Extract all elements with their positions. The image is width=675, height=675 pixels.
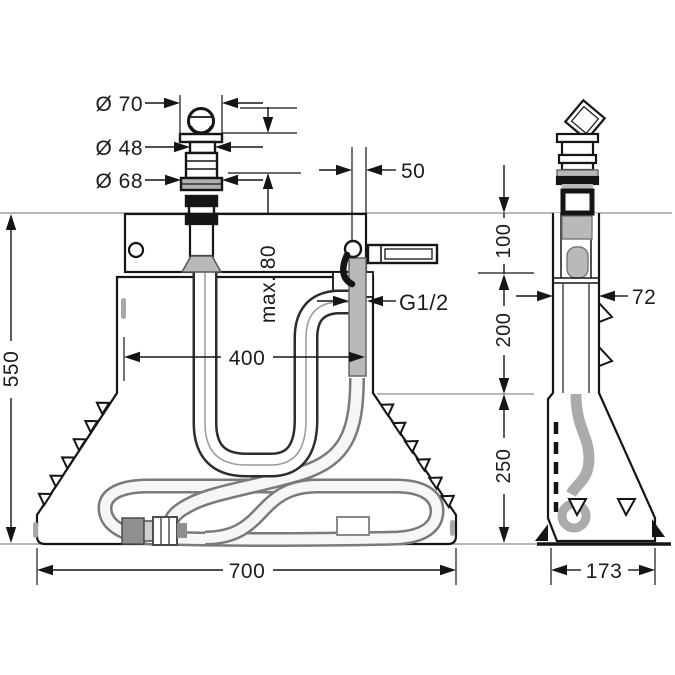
side-clip-wall-2 <box>598 344 614 368</box>
shower-hose <box>163 377 365 525</box>
body-slot-bottom-left <box>33 522 38 538</box>
side-inner-tube <box>566 246 589 279</box>
hose-elbow <box>340 251 356 288</box>
plate-screw-hole <box>127 241 145 259</box>
side-riser-tube <box>560 188 595 216</box>
dim-250-label: 250 <box>493 449 515 484</box>
serration-tooth <box>48 474 65 489</box>
side-view <box>535 98 665 543</box>
g-half-nipple <box>348 257 367 377</box>
serration-tooth <box>439 494 456 510</box>
dim-dia70-label: Ø 70 <box>95 93 143 116</box>
dim-50-label: 50 <box>401 160 425 183</box>
dimension-arrows <box>5 97 655 576</box>
dim-400-label: 400 <box>229 347 266 370</box>
hose-coupling <box>121 516 187 546</box>
side-clip-bottom-2 <box>616 498 637 518</box>
serration-tooth <box>427 476 444 491</box>
side-foot-right <box>652 519 665 537</box>
side-body-outline <box>546 213 657 543</box>
serration-tooth <box>83 419 100 435</box>
mounting-plate <box>123 212 368 274</box>
securing-handle <box>366 243 439 265</box>
body-slot-bottom-right <box>450 520 455 536</box>
front-view <box>33 107 458 547</box>
side-foot-left <box>535 524 548 541</box>
side-inner-block <box>561 215 593 240</box>
side-clip-wall-1 <box>598 300 614 324</box>
serration-tooth <box>60 456 77 471</box>
serrated-edge-left <box>37 401 111 507</box>
valve-cap-dome <box>187 107 215 135</box>
neck-48 <box>188 140 217 155</box>
dim-200-label: 200 <box>493 313 515 348</box>
serration-tooth <box>37 492 54 507</box>
dim-100-label: 100 <box>493 224 515 259</box>
riser-foot <box>180 255 223 273</box>
serrated-edge-right <box>379 403 456 510</box>
spout-assembly <box>340 239 439 377</box>
front-valve-stack <box>178 107 224 273</box>
serration-tooth <box>95 401 111 416</box>
thread-band-2 <box>184 212 219 226</box>
body-slot-left <box>121 298 126 319</box>
hose-coil <box>97 478 445 547</box>
side-hose <box>566 393 595 497</box>
dim-dia68-label: Ø 68 <box>95 170 143 193</box>
dim-dia48-label: Ø 48 <box>95 137 143 160</box>
thread-band-1 <box>184 194 219 208</box>
dim-max80-label: max. 80 <box>257 245 280 323</box>
serration-tooth <box>391 421 407 436</box>
serration-tooth <box>379 403 395 418</box>
dim-173-label: 173 <box>586 560 623 583</box>
serration-tooth <box>72 438 88 453</box>
dimensions: Ø 70 Ø 48 Ø 68 50 G1/2 max. 80 400 550 7… <box>0 93 656 585</box>
cartridge-body <box>184 151 219 180</box>
dim-550-label: 550 <box>0 351 23 388</box>
hose-fitting-right <box>336 516 370 536</box>
dim-thread-label: G1/2 <box>399 290 449 315</box>
dim-700-label: 700 <box>229 560 266 583</box>
side-flange <box>555 132 600 144</box>
serration-tooth <box>415 458 432 473</box>
riser-tube <box>188 222 215 258</box>
side-valve-stack <box>555 98 607 216</box>
connecting-pipe-u <box>192 270 353 478</box>
dim-72-label: 72 <box>632 286 656 309</box>
side-clip-bottom-1 <box>567 498 588 518</box>
serration-tooth <box>403 439 420 455</box>
